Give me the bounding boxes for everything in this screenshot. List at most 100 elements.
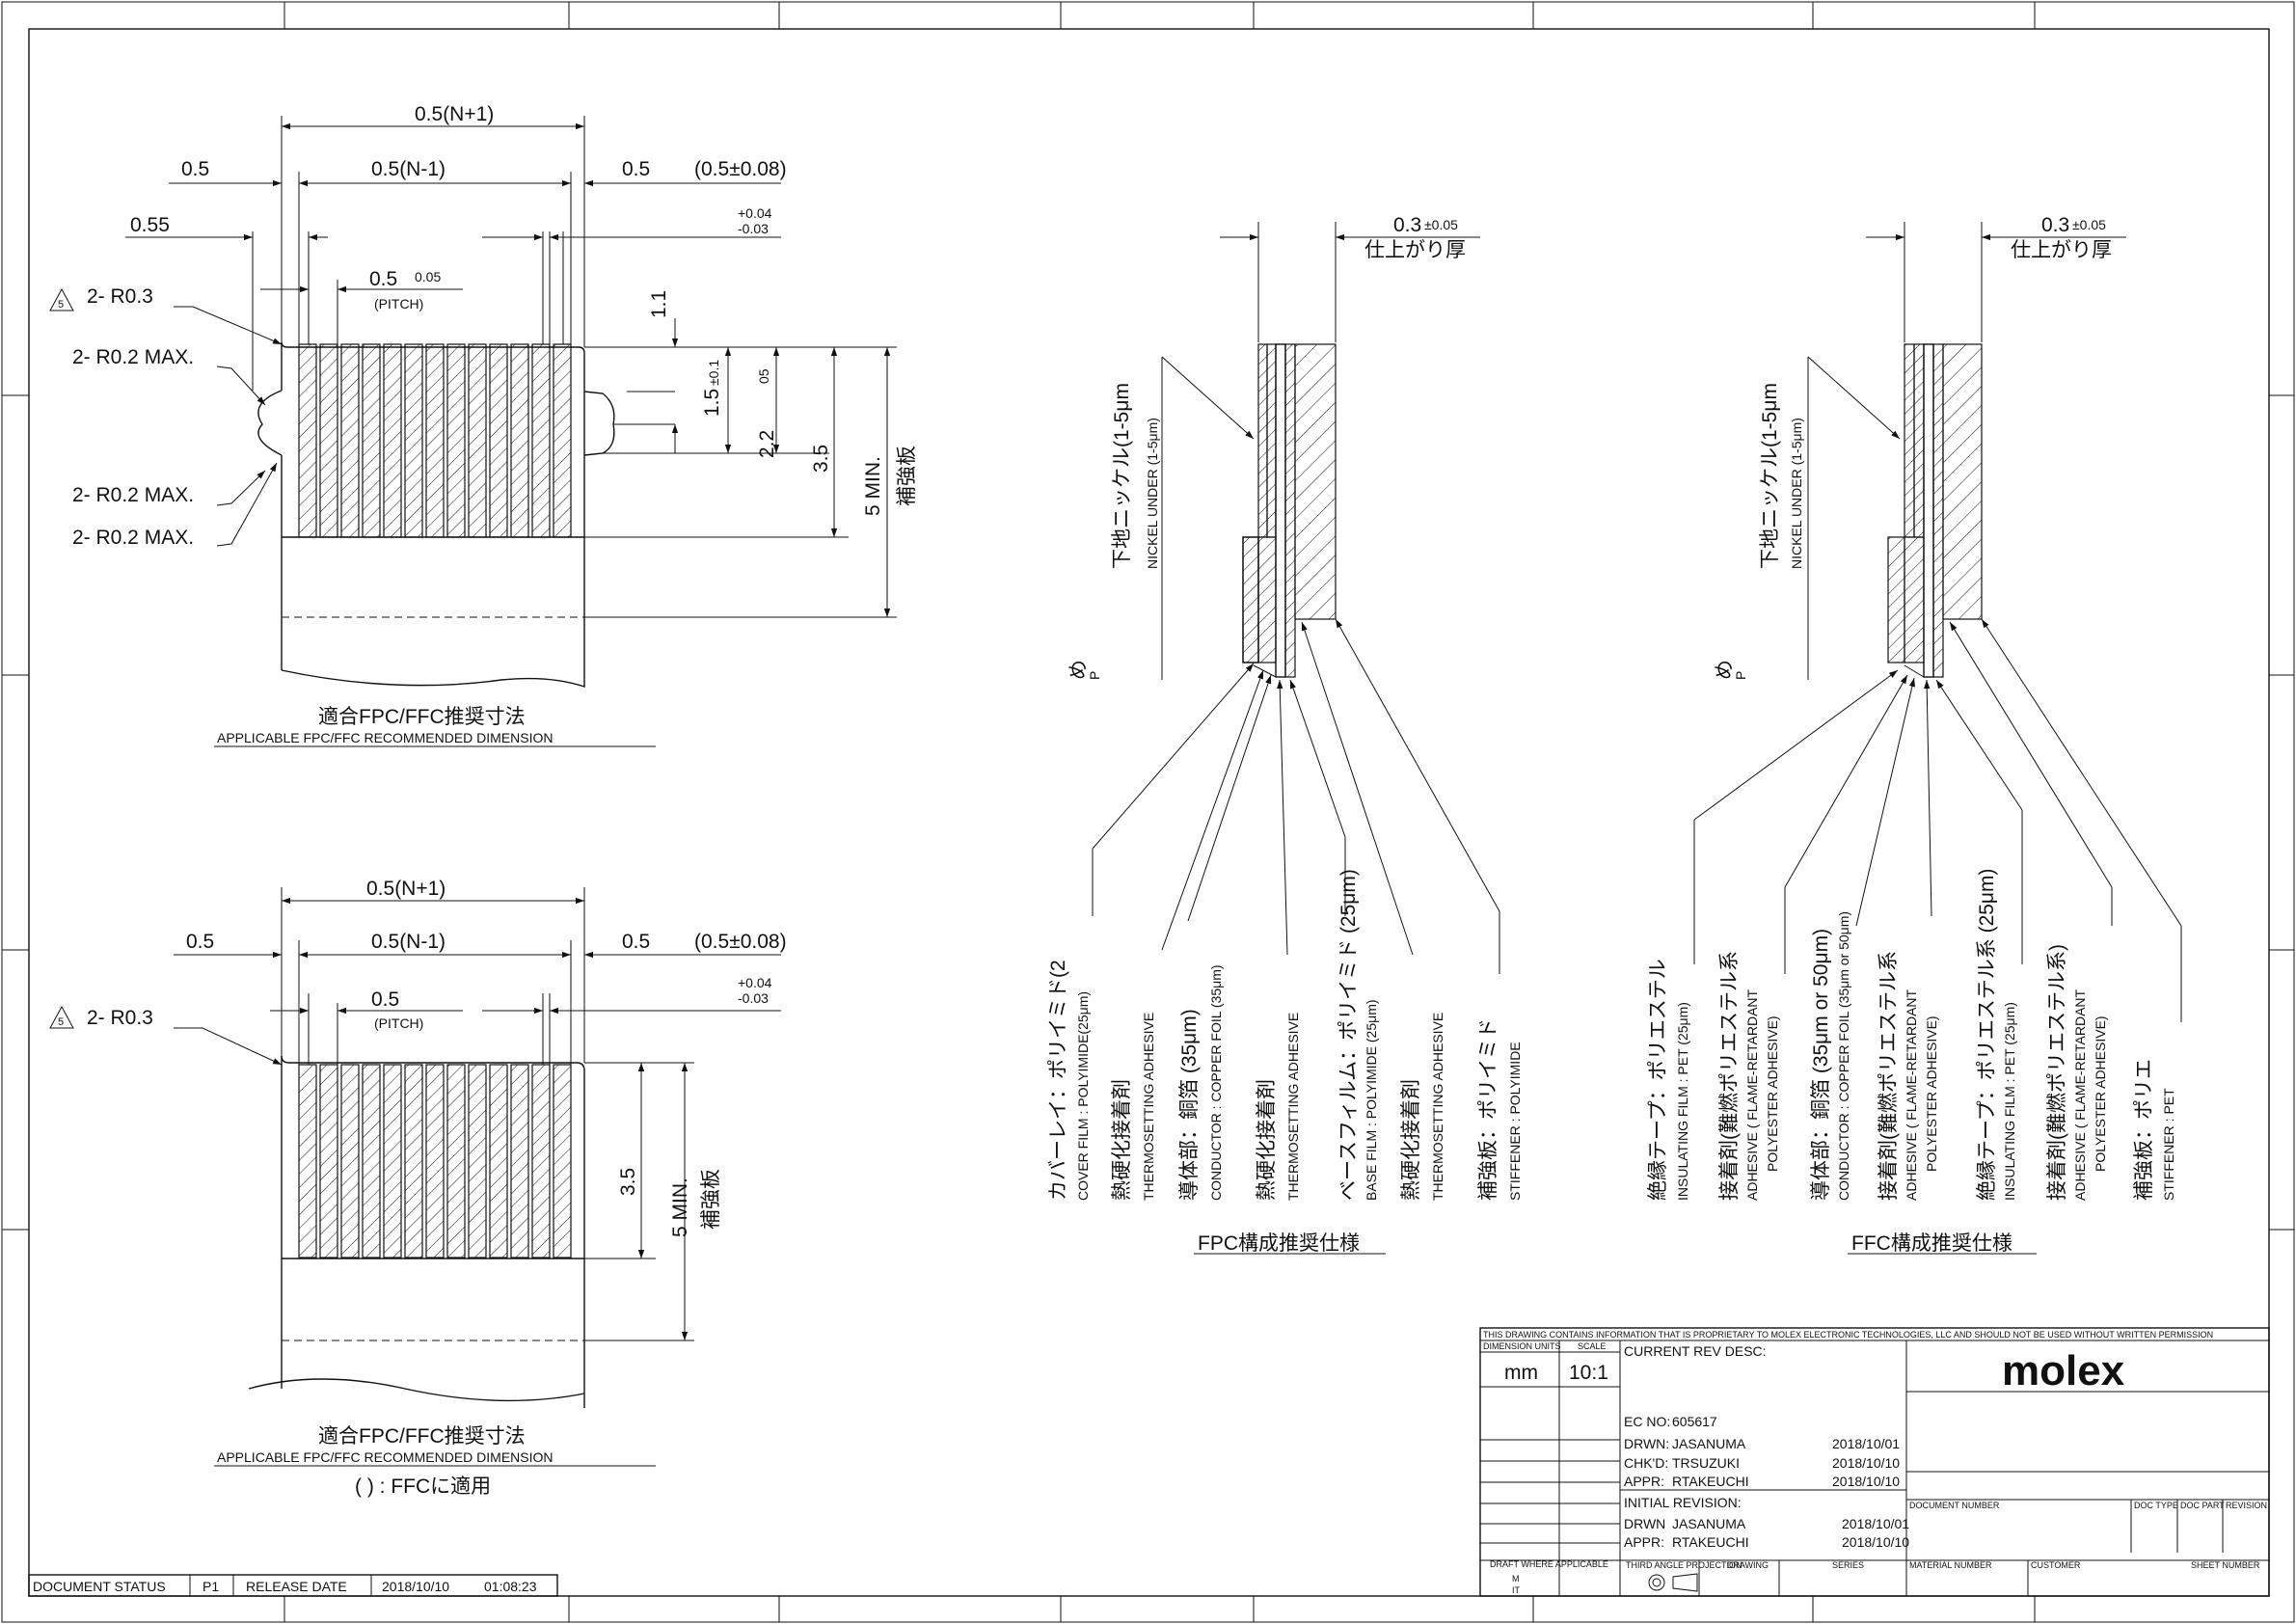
svg-text:CONDUCTOR : COPPER FOIL (35μm): CONDUCTOR : COPPER FOIL (35μm) <box>1208 964 1224 1201</box>
svg-text:絶縁テープ：ポリエステル: 絶縁テープ：ポリエステル <box>1647 959 1669 1201</box>
units-value: mm <box>1504 1362 1538 1384</box>
dim-22: 2.2 <box>756 430 778 458</box>
dim-overall-2: 0.5(N+1) <box>366 878 446 900</box>
ffc-title: FFC構成推奨仕様 <box>1851 1232 2012 1255</box>
revision-triangle-icon: 5 <box>49 287 74 311</box>
appr-date: 2018/10/10 <box>1832 1474 1900 1489</box>
drawing1-title-jp: 適合FPC/FFC推奨寸法 <box>318 706 526 728</box>
ffc-dimension-view-bottom: 0.5(N+1) 0.5 0.5(N-1) 0.5 (0.5±0.08) +0.… <box>49 878 787 1498</box>
ffc-layer-adhesive-3: 接着剤(難燃ポリエステル系) ADHESIVE ( FLAME-RETARDAN… <box>2046 944 2108 1201</box>
pitch-label-2: (PITCH) <box>374 1015 423 1031</box>
fpc-layer-adhesive-3: 熱硬化接着剤 THERMOSETTING ADHESIVE <box>1400 1013 1445 1201</box>
note-r03-2: 2- R0.3 <box>87 1007 153 1029</box>
dim-35-1: 3.5 <box>810 445 832 473</box>
tol-plus-1: +0.04 <box>738 205 772 221</box>
third-angle-projection-icon <box>1648 1573 1698 1592</box>
ffc-nickel-en: NICKEL UNDER (1-5μm) <box>1789 418 1804 569</box>
ffc-layer-insulating-1: 絶縁テープ：ポリエステル INSULATING FILM : PET (25μm… <box>1647 959 1690 1201</box>
current-rev-label: CURRENT REV DESC: <box>1624 1343 1767 1359</box>
svg-text:BASE FILM : POLYIMIDE (25μm): BASE FILM : POLYIMIDE (25μm) <box>1364 999 1379 1201</box>
initial-rev-label: INITIAL REVISION: <box>1624 1495 1742 1510</box>
fpc-layer-cover: カバーレイ：ポリイミド(2 COVER FILM : POLYIMIDE(25μ… <box>1047 960 1091 1201</box>
doc-type-label: DOC TYPE <box>2134 1501 2178 1510</box>
svg-text:THERMOSETTING ADHESIVE: THERMOSETTING ADHESIVE <box>1285 1013 1301 1201</box>
i-appr-label: APPR: <box>1624 1534 1664 1550</box>
dim-right-1: 0.5 <box>622 158 650 180</box>
fpc-layer-adhesive-1: 熱硬化接着剤 THERMOSETTING ADHESIVE <box>1111 1013 1156 1201</box>
svg-text:CONDUCTOR : COPPER FOIL (35μm: CONDUCTOR : COPPER FOIL (35μm or 50μm) <box>1836 911 1851 1201</box>
dim-05-small: 05 <box>756 368 771 384</box>
ffc-nickel-jp: 下地ニッケル(1-5μm <box>1759 383 1781 569</box>
svg-text:5: 5 <box>58 299 64 311</box>
dim-15-tol: ±0.1 <box>706 360 721 386</box>
i-drwn-name: JASANUMA <box>1672 1516 1746 1531</box>
dim-overall-1: 0.5(N+1) <box>415 103 494 125</box>
revision-triangle-icon: 5 <box>49 1005 74 1029</box>
material-number-label: MATERIAL NUMBER <box>1909 1560 1992 1570</box>
ffc-layer-insulating-2: 絶縁テープ：ポリエステル系 (25μm) INSULATING FILM : P… <box>1976 868 2017 1201</box>
dim-11: 1.1 <box>648 290 670 318</box>
note-r03-1: 2- R0.3 <box>87 285 153 308</box>
release-time-value: 01:08:23 <box>484 1579 537 1594</box>
scale-label: SCALE <box>1578 1341 1607 1351</box>
ffc-layer-adhesive-1: 接着剤(難燃ポリエステル系 ADHESIVE ( FLAME-RETARDANT… <box>1718 951 1780 1201</box>
dim-left-1: 0.5 <box>181 158 209 180</box>
fpc-thickness-tol: ±0.05 <box>1424 217 1458 232</box>
draft-it: IT <box>1512 1585 1521 1595</box>
fpc-layer-base: ベースフィルム：ポリイミド (25μm) BASE FILM : POLYIMI… <box>1337 869 1379 1201</box>
proprietary-notice: THIS DRAWING CONTAINS INFORMATION THAT I… <box>1483 1330 2213 1340</box>
i-drwn-date: 2018/10/01 <box>1842 1516 1909 1531</box>
svg-text:補強板：ポリイミド: 補強板：ポリイミド <box>1477 1018 1499 1201</box>
dim-055: 0.55 <box>130 214 170 236</box>
svg-text:熱硬化接着剤: 熱硬化接着剤 <box>1111 1079 1133 1201</box>
dimension-units-label: DIMENSION UNITS <box>1483 1341 1561 1351</box>
doc-status-label: DOCUMENT STATUS <box>33 1579 166 1594</box>
fpc-finish-jp: 仕上がり厚 <box>1364 239 1466 261</box>
dim-right-paren-2: (0.5±0.08) <box>694 931 787 953</box>
doc-part-label: DOC PART <box>2180 1501 2225 1510</box>
svg-text:補強板：ポリエ: 補強板：ポリエ <box>2133 1059 2155 1201</box>
drwn-date: 2018/10/01 <box>1832 1436 1900 1451</box>
revision-label: REVISION <box>2226 1501 2267 1510</box>
fpc-layer-adhesive-2: 熱硬化接着剤 THERMOSETTING ADHESIVE <box>1256 1013 1301 1201</box>
ffc-layer-adhesive-2: 接着剤(難燃ポリエステル系 ADHESIVE ( FLAME-RETARDANT… <box>1877 951 1939 1201</box>
note-r02-b: 2- R0.2 MAX. <box>72 484 194 506</box>
i-drwn-label: DRWN <box>1624 1516 1665 1531</box>
appr-label: APPR: <box>1624 1474 1664 1489</box>
chkd-name: TRSUZUKI <box>1672 1455 1740 1471</box>
svg-text:ADHESIVE ( FLAME-RETARDANT: ADHESIVE ( FLAME-RETARDANT <box>1744 988 1760 1201</box>
doc-status-value: P1 <box>203 1579 219 1594</box>
customer-label: CUSTOMER <box>2031 1560 2081 1570</box>
fpc-gold-jp: め <box>1067 660 1090 680</box>
ec-number: 605617 <box>1672 1414 1717 1429</box>
dim-right-paren-1: (0.5±0.08) <box>694 158 787 180</box>
stiffener-jp-1: 補強板 <box>896 446 918 506</box>
drawing2-title-jp: 適合FPC/FFC推奨寸法 <box>318 1425 526 1448</box>
series-label: SERIES <box>1832 1560 1864 1570</box>
dim-5min-1: 5 MIN. <box>862 456 884 516</box>
note-r02-a: 2- R0.2 MAX. <box>72 346 194 368</box>
fpc-layer-conductor: 導体部：銅箔 (35μm) CONDUCTOR : COPPER FOIL (3… <box>1178 964 1224 1201</box>
svg-text:5: 5 <box>58 1016 64 1028</box>
ffc-gold-jp: め <box>1714 660 1736 680</box>
ffc-applies-note: ( ) : FFCに適用 <box>355 1475 491 1498</box>
i-appr-name: RTAKEUCHI <box>1672 1534 1749 1550</box>
ffc-gold-en: P <box>1733 671 1748 680</box>
scale-value: 10:1 <box>1569 1362 1608 1384</box>
svg-text:THERMOSETTING ADHESIVE: THERMOSETTING ADHESIVE <box>1141 1013 1156 1201</box>
note-r02-c: 2- R0.2 MAX. <box>72 527 194 549</box>
ffc-layer-section: 0.3 ±0.05 仕上がり厚 下地ニッケル(1-5μm NICKEL UNDE… <box>1647 214 2182 1255</box>
svg-text:導体部：銅箔 (35μm or 50μm): 導体部：銅箔 (35μm or 50μm) <box>1810 929 1832 1201</box>
drwn-label: DRWN: <box>1624 1436 1669 1451</box>
dim-5min-2: 5 MIN. <box>669 1177 691 1237</box>
document-status-bar: DOCUMENT STATUS P1 RELEASE DATE 2018/10/… <box>28 1574 558 1597</box>
svg-text:INSULATING FILM : PET (25μm): INSULATING FILM : PET (25μm) <box>2002 1002 2017 1201</box>
pitch-tol-1: 0.05 <box>415 269 441 284</box>
release-date-value: 2018/10/10 <box>382 1579 449 1594</box>
fpc-nickel-jp: 下地ニッケル(1-5μm <box>1111 383 1133 569</box>
svg-text:POLYESTER ADHESIVE): POLYESTER ADHESIVE) <box>1765 1015 1780 1172</box>
pitch-label-1: (PITCH) <box>374 296 423 311</box>
svg-text:ベースフィルム：ポリイミド (25μm): ベースフィルム：ポリイミド (25μm) <box>1337 869 1360 1201</box>
